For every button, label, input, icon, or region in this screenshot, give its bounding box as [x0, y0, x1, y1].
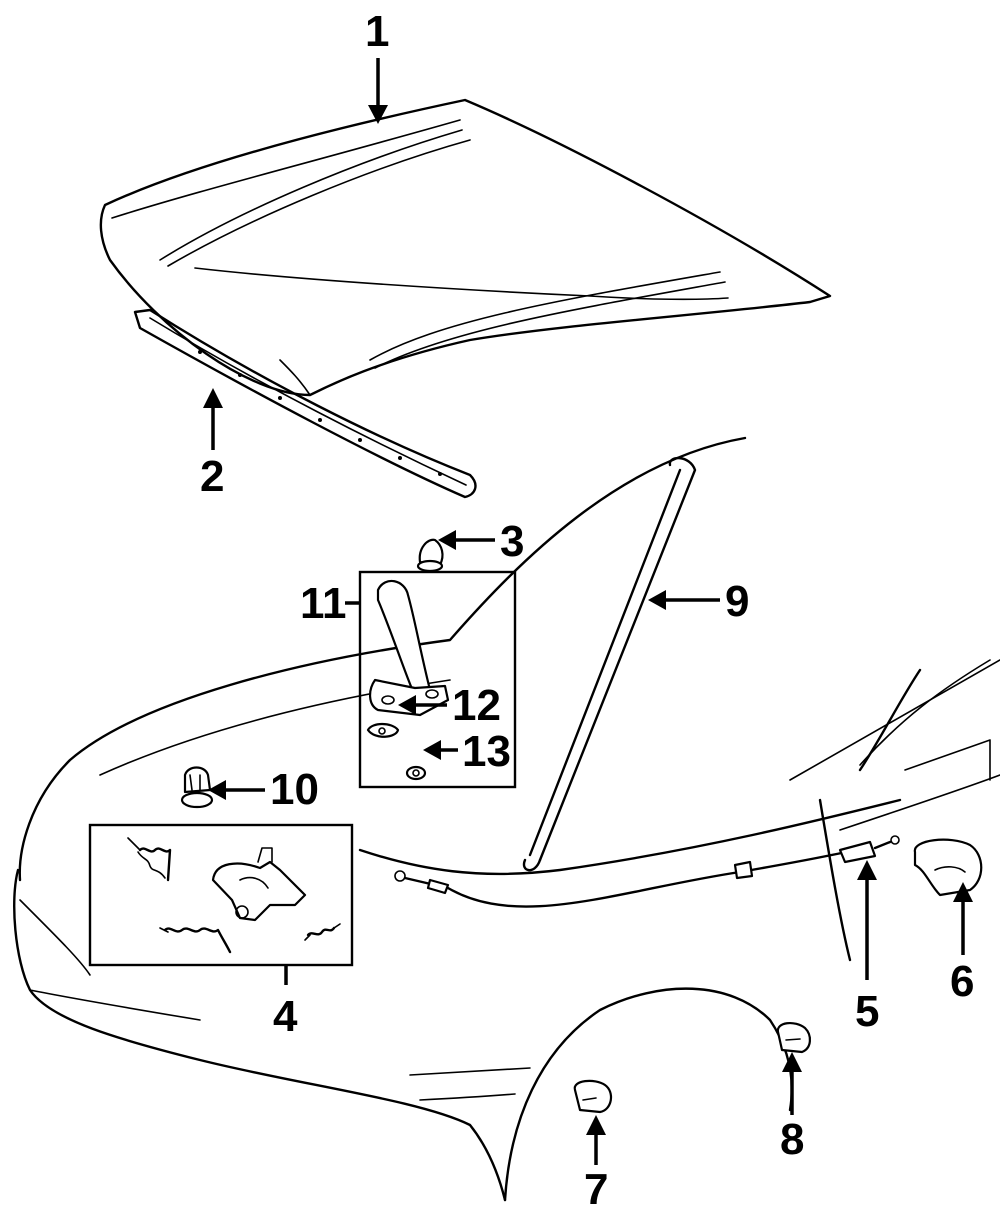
hinge-bolt [366, 722, 400, 738]
release-handle [913, 838, 983, 897]
latch-kit-box [88, 823, 354, 967]
callout-5: 5 [855, 987, 880, 1036]
latch-spring-lower [159, 927, 232, 954]
release-cable [394, 835, 900, 908]
hood-latch [211, 847, 307, 922]
callout-2: 2 [200, 452, 225, 501]
hood-panel [99, 98, 832, 397]
callout-arrows [203, 58, 973, 1165]
latch-spring-upper [127, 837, 172, 882]
callout-10: 10 [270, 765, 319, 814]
hood-seal-strip [133, 308, 477, 499]
latch-spring-right [304, 923, 341, 941]
callout-11: 11 [300, 579, 347, 628]
hood-hinge [369, 579, 450, 717]
hinge-nut [405, 765, 427, 781]
callout-7: 7 [584, 1165, 609, 1214]
callout-4: 4 [273, 992, 298, 1041]
callout-13: 13 [462, 727, 511, 776]
retainer-clip [180, 766, 214, 809]
cable-clip-lower [573, 1079, 613, 1114]
hinge-kit-box [358, 570, 517, 789]
cable-clip-upper [776, 1022, 811, 1054]
callout-12: 12 [452, 681, 501, 730]
callout-1: 1 [365, 7, 390, 56]
callout-8: 8 [780, 1115, 805, 1164]
callout-3: 3 [500, 517, 525, 566]
callout-6: 6 [950, 957, 975, 1006]
callout-9: 9 [725, 577, 750, 626]
hood-support-rod [522, 456, 697, 872]
hood-bumper [416, 538, 444, 573]
